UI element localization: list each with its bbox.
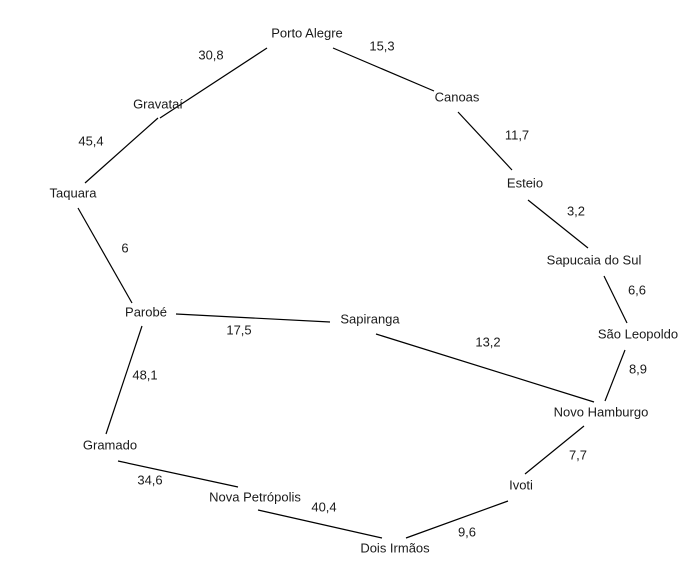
city-label-gravatai: Gravataí [133,96,183,111]
edge-weight-porto-alegre-gravatai: 30,8 [198,47,223,62]
city-labels: Porto AlegreGravataíTaquaraParobéGramado… [50,25,679,555]
edge-weight-gramado-nova-petropolis: 34,6 [137,472,162,487]
city-label-porto-alegre: Porto Alegre [271,25,343,40]
edge-parobe-sapiranga [175,313,331,323]
edge-porto-alegre-gravatai [159,47,268,119]
edge-lines [77,47,628,539]
city-label-esteio: Esteio [507,175,543,190]
edge-sapiranga-novo-hamburgo [375,333,595,403]
edge-weight-novo-hamburgo-sao-leopoldo: 8,9 [629,361,647,376]
edge-taquara-parobe [77,207,133,304]
edge-weight-ivoti-novo-hamburgo: 7,7 [569,447,587,462]
edge-weight-sapiranga-novo-hamburgo: 13,2 [475,334,500,349]
city-label-parobe: Parobé [125,304,167,319]
city-label-canoas: Canoas [435,89,480,104]
edge-weight-parobe-sapiranga: 17,5 [226,322,251,337]
city-label-gramado: Gramado [83,437,137,452]
city-label-taquara: Taquara [50,185,98,200]
city-label-sapiranga: Sapiranga [340,311,400,326]
edge-gravatai-taquara [84,117,159,184]
edge-sapucaia-do-sul-esteio [527,199,589,249]
edge-weight-esteio-canoas: 11,7 [505,127,529,142]
edge-nova-petropolis-dois-irmaos [257,509,383,539]
edge-weight-dois-irmaos-ivoti: 9,6 [458,524,476,539]
edge-weight-canoas-porto-alegre: 15,3 [369,38,394,53]
city-label-dois-irmaos: Dois Irmãos [360,540,430,555]
edge-dois-irmaos-ivoti [405,500,509,539]
city-label-novo-hamburgo: Novo Hamburgo [554,404,649,419]
edge-weight-sao-leopoldo-sapucaia-do-sul: 6,6 [628,282,646,297]
edge-weight-labels: 30,8 45,4 6 48,1 34,6 40,4 9,6 7,7 8,9 6,6 3,2 11,7… [78,38,647,539]
city-label-sapucaia-do-sul: Sapucaia do Sul [547,252,642,267]
edge-parobe-gramado [105,325,143,435]
edge-canoas-porto-alegre [332,47,435,92]
edge-weight-nova-petropolis-dois-irmaos: 40,4 [311,499,336,514]
city-label-sao-leopoldo: São Leopoldo [598,326,678,341]
edge-weight-gravatai-taquara: 45,4 [78,133,103,148]
edge-gramado-nova-petropolis [117,460,239,488]
city-label-ivoti: Ivoti [509,477,533,492]
edge-ivoti-novo-hamburgo [524,425,585,475]
edge-novo-hamburgo-sao-leopoldo [604,349,626,402]
edge-weight-parobe-gramado: 48,1 [132,367,157,382]
edge-sao-leopoldo-sapucaia-do-sul [603,275,628,324]
edge-weight-taquara-parobe: 6 [121,240,128,255]
edge-esteio-canoas [457,111,513,171]
city-label-nova-petropolis: Nova Petrópolis [209,489,301,504]
edge-weight-sapucaia-do-sul-esteio: 3,2 [567,203,585,218]
